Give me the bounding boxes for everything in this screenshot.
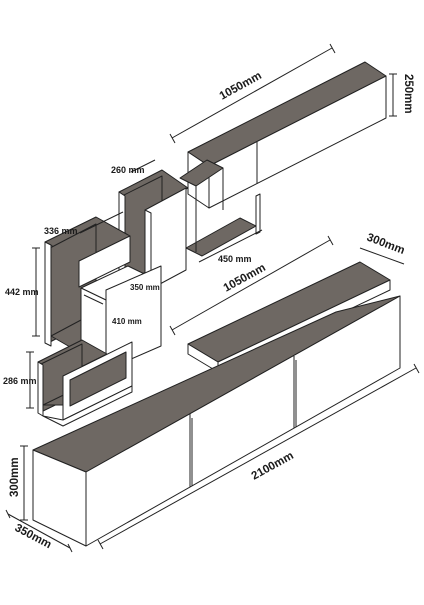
low-shelf-front-opening: [69, 351, 127, 407]
bridge-shelf-post: [255, 193, 261, 235]
inner-box: [80, 265, 162, 371]
label-middle-cabinet-depth: 300mm: [365, 232, 406, 257]
low-shelf: [37, 339, 133, 427]
tall-shelf: [118, 169, 189, 297]
label-top-cabinet-height: 250mm: [402, 74, 414, 114]
label-inner-width: 410 mm: [112, 317, 142, 326]
low-shelf-left: [37, 361, 44, 417]
top-cabinet: [187, 61, 387, 209]
label-tall-shelf-width: 260 mm: [111, 165, 145, 175]
dimension-lines: [5, 43, 420, 553]
label-upper-shelf-width: 336 mm: [44, 226, 78, 236]
low-shelf-front-frame: [42, 385, 133, 427]
label-low-shelf-height: 286 mm: [3, 376, 37, 386]
label-bridge-shelf-width: 450 mm: [218, 254, 252, 264]
label-shelf-height: 442 mm: [5, 287, 39, 297]
upper-shelf-right-panel: [78, 235, 131, 288]
label-tv-unit-height: 300mm: [9, 457, 21, 497]
tv-unit: [32, 295, 401, 547]
upper-shelf-left-side: [44, 241, 52, 347]
tv-unit-left-side: [32, 449, 87, 547]
label-top-cabinet-width: 1050mm: [218, 70, 264, 103]
label-inner-depth: 350 mm: [130, 283, 160, 292]
bridge-shelf: [179, 159, 261, 257]
label-tv-unit-width: 2100mm: [250, 450, 296, 483]
label-middle-cabinet-width: 1050mm: [222, 262, 268, 295]
